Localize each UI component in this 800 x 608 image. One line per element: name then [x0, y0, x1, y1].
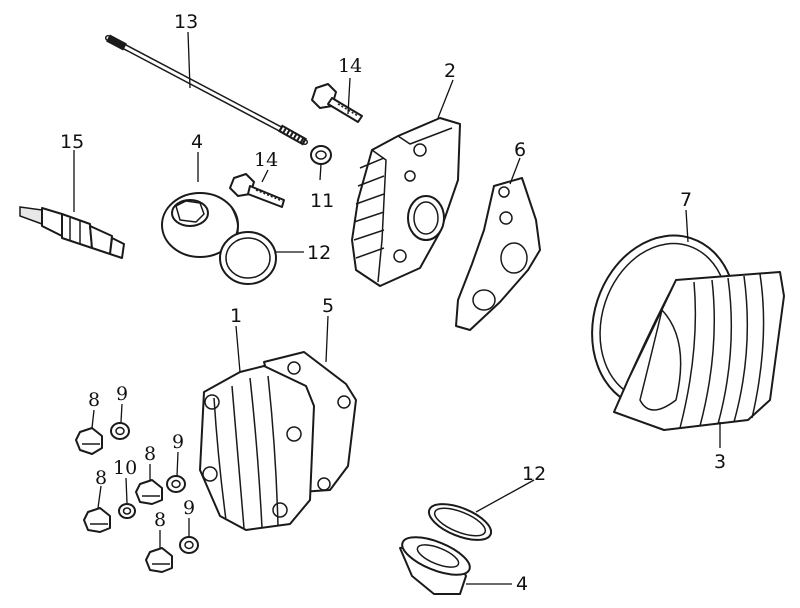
spark-plug-15: [19, 206, 125, 259]
label-9-a: 9: [116, 383, 128, 405]
washer-9-a: [110, 422, 130, 440]
label-9-b: 9: [172, 431, 184, 453]
bolt-14-lower: [229, 173, 285, 208]
label-15: 15: [60, 131, 84, 153]
label-5: 5: [322, 295, 334, 317]
label-14-lower: 14: [254, 149, 278, 171]
plug-cap-4-lower: [399, 536, 471, 595]
bolt-14-upper: [311, 83, 363, 123]
stud-bolt-13: [105, 34, 308, 146]
gasket-6: [455, 177, 541, 331]
label-2: 2: [444, 60, 456, 82]
label-4-lower: 4: [516, 573, 528, 595]
plug-cap-4-upper: [161, 192, 239, 258]
label-8-d: 8: [154, 509, 166, 531]
cylinder-head-1: [199, 365, 315, 531]
cylinder-3: [613, 271, 785, 431]
label-9-c: 9: [183, 497, 195, 519]
label-12-lower: 12: [522, 463, 546, 485]
label-8-a: 8: [88, 389, 100, 411]
label-8-b: 8: [144, 443, 156, 465]
label-14-upper: 14: [338, 55, 362, 77]
washer-9-c: [179, 536, 199, 554]
washer-11: [310, 145, 332, 165]
label-12-upper: 12: [307, 242, 331, 264]
label-1: 1: [230, 305, 242, 327]
label-4-upper: 4: [191, 131, 203, 153]
nut-8-d: [145, 547, 173, 573]
o-ring-12-upper: [219, 231, 277, 285]
nut-8-c: [83, 507, 111, 533]
cam-holder-2: [351, 117, 461, 287]
washer-9-b: [166, 475, 186, 493]
label-13: 13: [174, 11, 198, 33]
nut-8-a: [75, 427, 103, 455]
o-ring-12-lower: [427, 503, 493, 541]
washer-10: [118, 503, 136, 519]
label-3: 3: [714, 451, 726, 473]
label-8-c: 8: [95, 467, 107, 489]
part-labels: 13 2 14 14 4 11 15 12 6 7 1 5 3 8 9 8 9 …: [60, 11, 726, 595]
nut-8-b: [135, 479, 163, 505]
label-11: 11: [310, 190, 334, 212]
leader-lines: [73, 31, 721, 585]
label-7: 7: [680, 189, 692, 211]
label-6: 6: [514, 139, 526, 161]
label-10: 10: [113, 457, 137, 479]
